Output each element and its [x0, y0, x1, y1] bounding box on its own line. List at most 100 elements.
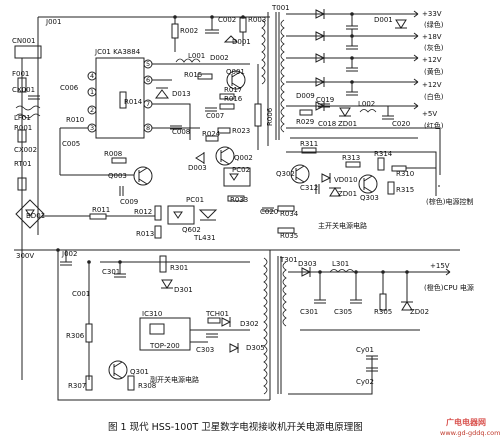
output-12v-a: +12V — [422, 56, 442, 64]
label-ic-jc01: JC01 KA3884 — [94, 48, 141, 56]
label-d305: D305 — [246, 344, 265, 352]
component-labels: J001 T001 CN001 F001 CX001 LF01 R001 CX0… — [12, 4, 429, 390]
label-c018: C018 — [318, 120, 336, 128]
output-33v-color: (绿色) — [424, 20, 444, 29]
label-c005: C005 — [62, 140, 80, 148]
label-r315: R315 — [396, 186, 414, 194]
label-q602: Q602 — [182, 226, 201, 234]
label-r003: R003 — [248, 16, 266, 24]
label-t001: T001 — [271, 4, 290, 12]
site-watermark: 广电电器网 www.gd-gddq.com — [440, 417, 500, 437]
pin-4: 4 — [90, 72, 94, 80]
label-c007: C007 — [206, 112, 224, 120]
label-r010: R010 — [66, 116, 84, 124]
label-r314: R314 — [374, 150, 393, 158]
pin-3: 3 — [90, 124, 94, 132]
label-r014: R014 — [124, 98, 143, 106]
pin-7: 7 — [146, 100, 150, 108]
pin-5: 5 — [146, 60, 150, 68]
label-c008: C008 — [172, 128, 190, 136]
label-zd01-ctrl: ZD01 — [338, 190, 357, 198]
label-d003: D003 — [188, 164, 207, 172]
label-lf01: LF01 — [14, 114, 31, 122]
section-main-switching: 主开关电源电路 — [318, 221, 367, 230]
label-c002: C002 — [218, 16, 236, 24]
output-cpu-power: (橙色)CPU 电源 — [424, 283, 474, 292]
label-r013: R013 — [136, 230, 154, 238]
label-r012: R012 — [134, 208, 152, 216]
figure-caption: 图 1 现代 HSS-100T 卫星数字电视接收机开关电源电原理图 — [108, 421, 363, 433]
label-d302: D302 — [240, 320, 259, 328]
label-l301: L301 — [332, 260, 349, 268]
label-r308: R308 — [138, 382, 156, 390]
label-c301: C301 — [102, 268, 120, 276]
label-f001: F001 — [12, 70, 29, 78]
output-12v-b: +12V — [422, 81, 442, 89]
label-r024: R024 — [202, 130, 221, 138]
output-18v-color: (灰色) — [424, 43, 444, 52]
label-cx001: CX001 — [12, 86, 35, 94]
label-r029: R029 — [296, 118, 314, 126]
label-t301: T301 — [279, 256, 298, 264]
output-15v: +15V — [430, 262, 450, 270]
label-d009: D009 — [296, 92, 315, 100]
label-r023: R023 — [232, 127, 250, 135]
label-j002: J002 — [61, 250, 77, 258]
pin-6: 6 — [146, 76, 150, 84]
label-d013: D013 — [172, 90, 191, 98]
label-r035: R035 — [280, 232, 298, 240]
label-c305: C305 — [334, 308, 352, 316]
label-c020: C020 — [260, 208, 278, 216]
label-rt01: RT01 — [14, 160, 32, 168]
label-r008: R008 — [104, 150, 122, 158]
label-cy02: Cy02 — [356, 378, 374, 386]
label-zd02: ZD02 — [410, 308, 429, 316]
label-cn001: CN001 — [12, 37, 36, 45]
output-12v-b-color: (白色) — [424, 92, 444, 101]
pin-1: 1 — [90, 88, 94, 96]
label-d301: D301 — [174, 286, 193, 294]
pin-8: 8 — [146, 124, 150, 132]
output-5v: +5V — [422, 110, 437, 118]
label-r305: R305 — [374, 308, 392, 316]
label-c303: C303 — [196, 346, 214, 354]
watermark-title: 广电电器网 — [446, 417, 486, 427]
output-power-control: (棕色)电源控制 — [426, 197, 473, 206]
label-d001: D001 — [232, 38, 251, 46]
label-r016: R016 — [224, 95, 243, 103]
label-r034: R034 — [280, 210, 299, 218]
label-r307: R307 — [68, 382, 86, 390]
label-q002: Q002 — [234, 154, 253, 162]
label-r306: R306 — [66, 332, 85, 340]
label-pc02: PC02 — [232, 166, 250, 174]
label-c006: C006 — [60, 84, 79, 92]
label-q003: Q003 — [108, 172, 127, 180]
label-l002: L002 — [358, 100, 375, 108]
label-r017: R017 — [224, 86, 242, 94]
label-r310: R310 — [396, 170, 414, 178]
output-18v: +18V — [422, 33, 442, 41]
label-tch01: TCH01 — [205, 310, 229, 318]
wiring — [14, 9, 460, 401]
label-cx002: CX002 — [14, 146, 37, 154]
label-j001: J001 — [45, 18, 61, 26]
label-r015: R015 — [184, 71, 202, 79]
label-q001: Q001 — [226, 68, 245, 76]
label-r006: R006 — [266, 107, 274, 126]
label-r001: R001 — [14, 124, 32, 132]
label-q302: Q302 — [276, 170, 295, 178]
label-d002: D002 — [210, 54, 229, 62]
label-300v: 300V — [16, 252, 34, 260]
label-c009: C009 — [120, 198, 138, 206]
label-pc01: PC01 — [186, 196, 204, 204]
label-c019: C019 — [316, 96, 334, 104]
label-bd01: BD01 — [26, 212, 45, 220]
label-d303: D303 — [298, 260, 317, 268]
label-q301: Q301 — [130, 368, 149, 376]
label-tl431: TL431 — [193, 234, 216, 242]
label-r311: R311 — [300, 140, 318, 148]
label-r033: R033 — [230, 196, 248, 204]
label-d001-secondary: D001 — [374, 16, 393, 24]
output-33v: +33V — [422, 10, 442, 18]
label-r301: R301 — [170, 264, 188, 272]
